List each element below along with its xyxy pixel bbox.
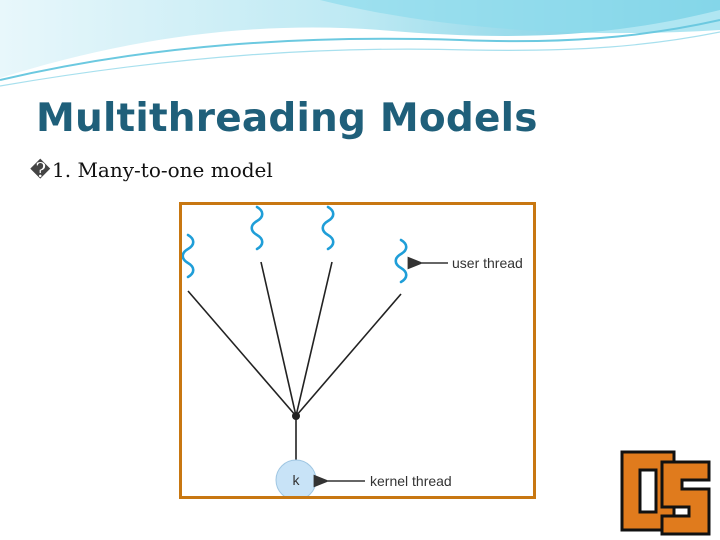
mapping-line-2	[260, 261, 297, 417]
user-thread-squiggle-3	[321, 205, 335, 251]
user-thread-squiggle-1	[182, 233, 195, 279]
kernel-thread-label: kernel thread	[370, 473, 452, 489]
user-thread-squiggle-4	[394, 238, 408, 284]
slide-title: Multithreading Models	[36, 96, 538, 141]
os-logo-icon	[620, 450, 711, 536]
bullet-item: �1. Many-to-one model	[30, 158, 273, 182]
kernel-node-label: k	[293, 472, 301, 488]
junction-dot	[292, 412, 300, 420]
user-thread-label: user thread	[452, 255, 523, 271]
mapping-line-1	[187, 290, 297, 417]
user-thread-squiggle-2	[250, 205, 264, 251]
bullet-text: 1. Many-to-one model	[52, 158, 273, 182]
many-to-one-diagram: k user thread kernel thread	[179, 202, 536, 499]
header-swoosh	[0, 0, 720, 87]
mapping-line-4	[295, 293, 402, 417]
bullet-icon: �	[30, 158, 51, 182]
mapping-line-3	[295, 261, 333, 417]
